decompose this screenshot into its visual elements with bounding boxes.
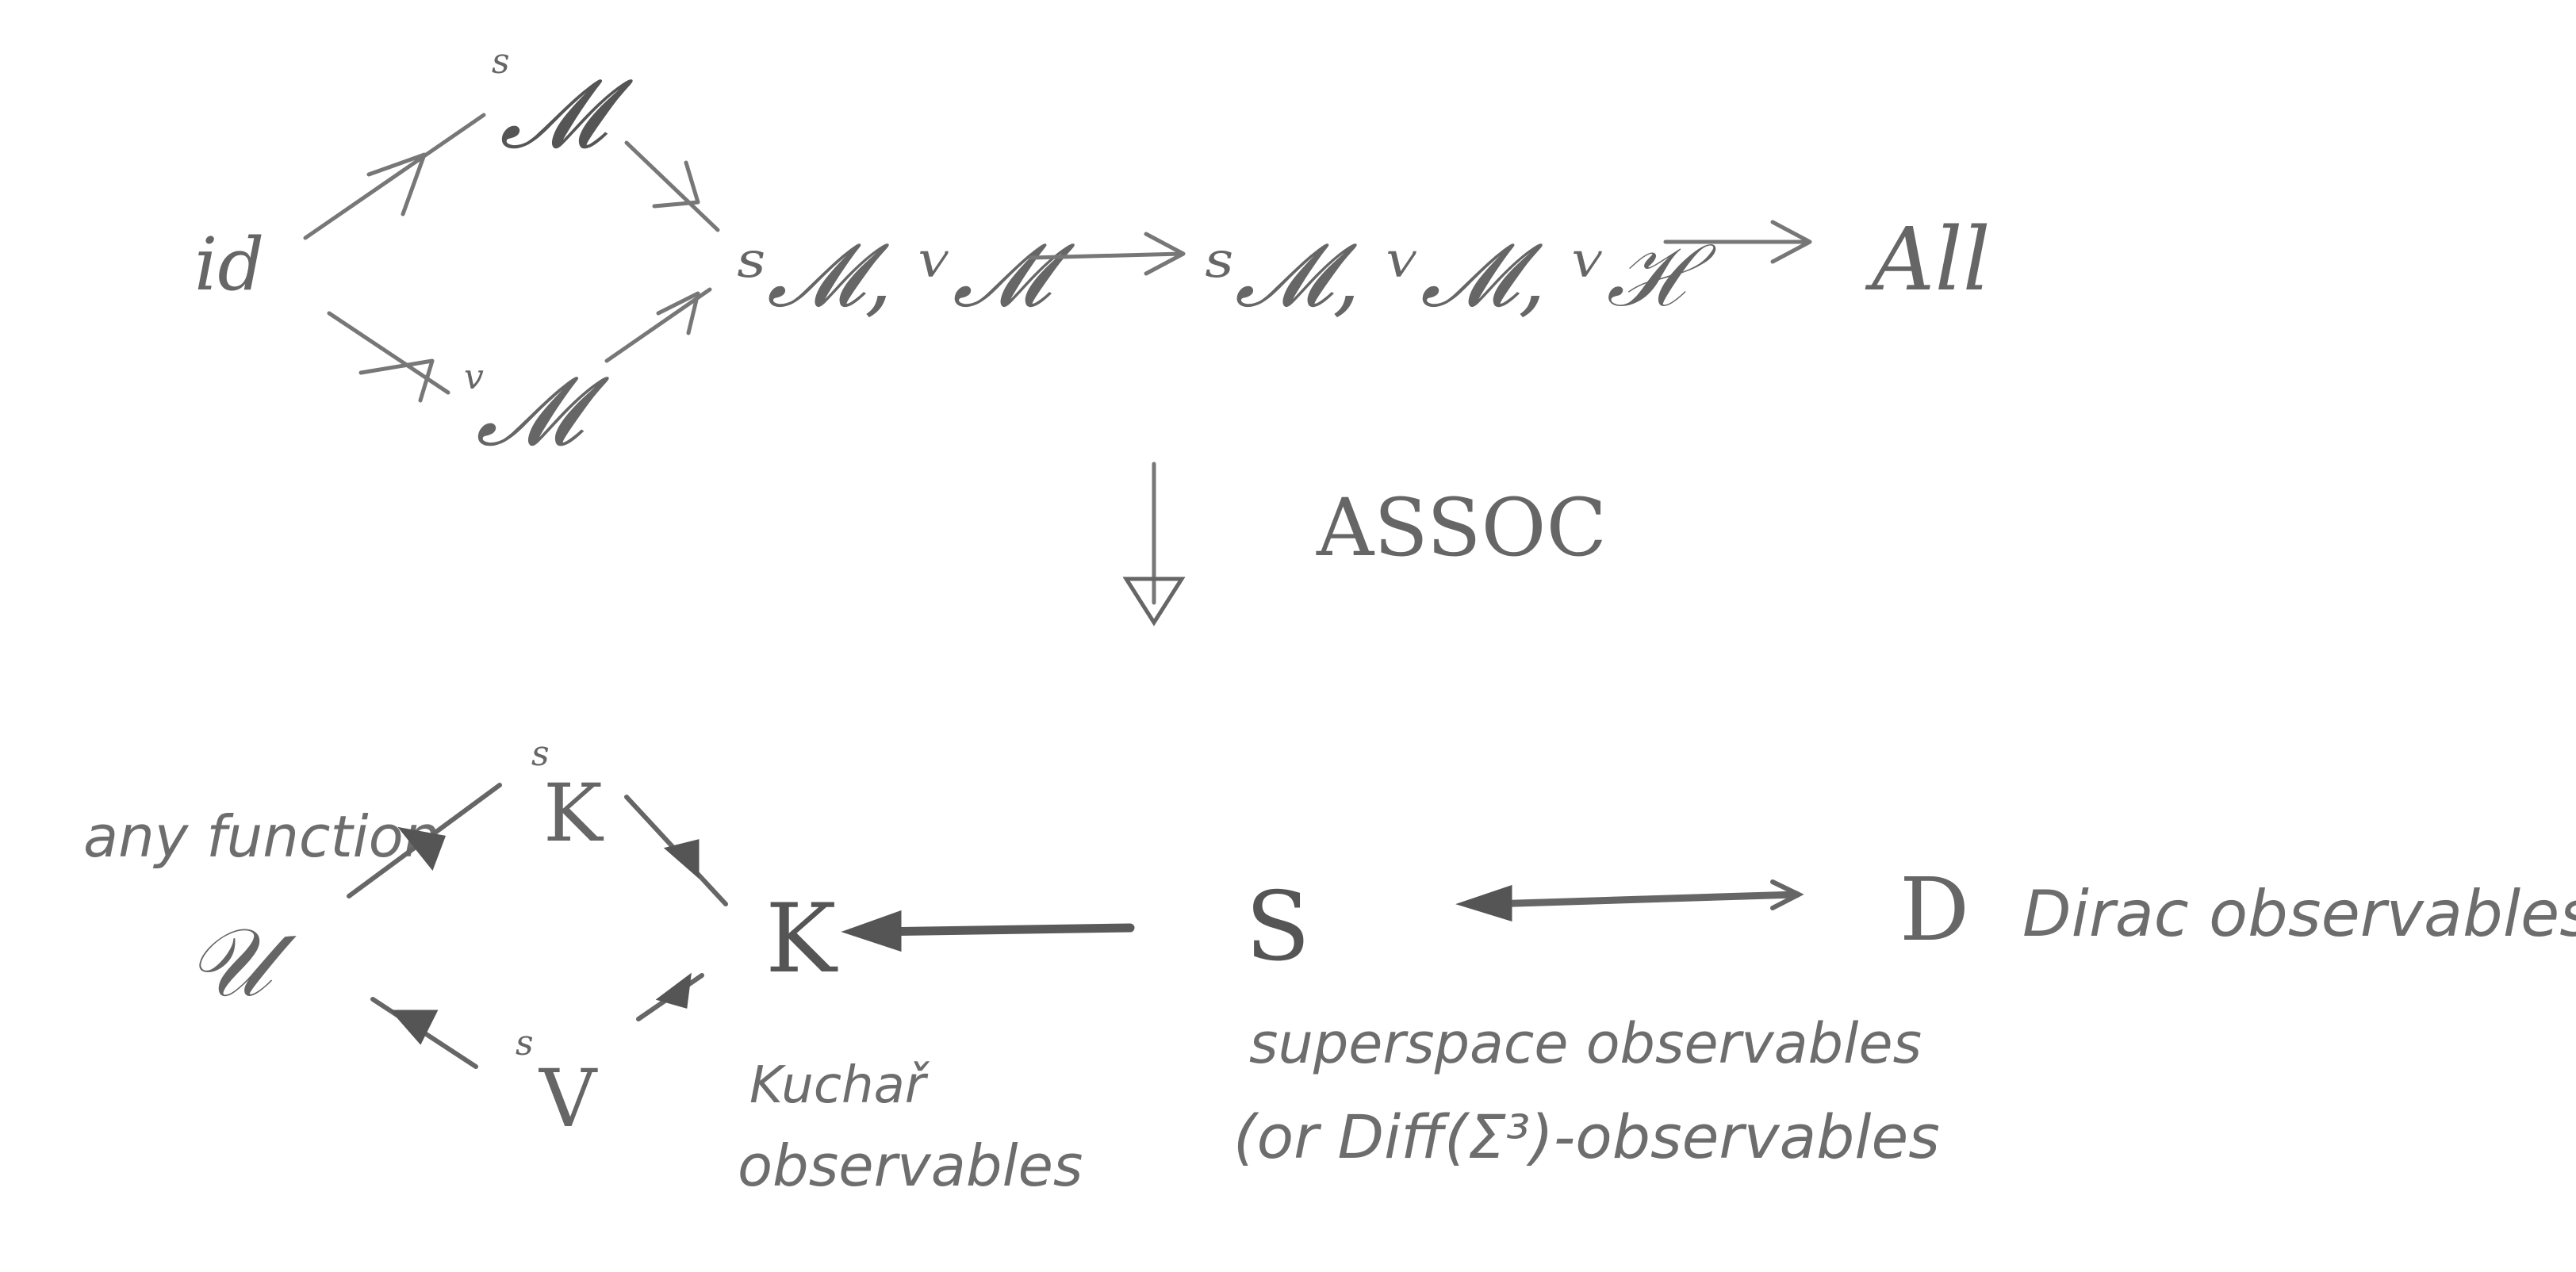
node-sm: s 𝓜 xyxy=(492,41,634,170)
assoc-label: ASSOC xyxy=(1316,481,1607,574)
node-vm: v 𝓜 xyxy=(464,357,610,467)
assoc-map: ASSOC xyxy=(1122,462,1607,626)
node-sk: s K xyxy=(531,734,604,860)
node-sm-vm-vh: ˢ𝓜, ᵛ𝓜, ᵛℋ xyxy=(1206,224,1716,326)
node-u-note: any function xyxy=(83,803,439,870)
bottom-row: any function 𝒰 s K s V K Kuchař observab… xyxy=(83,734,2576,1199)
node-sv-base: V xyxy=(539,1052,598,1145)
arrow-d-to-s xyxy=(1455,879,1804,922)
node-vm-base: 𝓜 xyxy=(476,357,610,467)
node-sv-sup: s xyxy=(516,1023,534,1063)
arrow-id-to-vm xyxy=(327,311,450,403)
node-k-note-line2: observables xyxy=(738,1132,1083,1199)
node-sm-sup: s xyxy=(492,41,510,82)
node-d-note: Dirac observables xyxy=(2022,877,2576,951)
arrow-k-to-sk xyxy=(624,795,728,906)
node-vm-sup: v xyxy=(464,357,484,397)
node-sm-vm: ˢ𝓜, ᵛ𝓜 xyxy=(738,224,1075,326)
arrow-vm-to-smvm xyxy=(604,287,712,363)
node-sk-base: K xyxy=(543,767,604,860)
node-k: K xyxy=(765,884,838,994)
top-row: id s 𝓜 v 𝓜 ˢ𝓜, ᵛ𝓜 ˢ𝓜, ᵛ𝓜, ᵛℋ All xyxy=(194,41,1991,467)
node-s-note-line2: (or Diff(Σ³)-observables xyxy=(1233,1102,1940,1172)
arrow-sv-to-u xyxy=(370,997,478,1069)
node-sk-sup: s xyxy=(531,734,550,774)
node-sv: s V xyxy=(516,1023,598,1145)
node-d: D xyxy=(1899,859,1969,960)
arrow-smvmvh-to-all xyxy=(1663,220,1812,264)
arrow-id-to-sm xyxy=(303,113,486,240)
arrow-sk-to-u xyxy=(347,783,502,898)
node-s: S xyxy=(1245,872,1310,983)
node-k-note-line1: Kuchař xyxy=(749,1056,930,1115)
arrow-k-to-sv xyxy=(636,972,704,1021)
node-all: All xyxy=(1865,209,1991,310)
node-u: 𝒰 xyxy=(186,908,297,1018)
arrow-smvm-to-smvmvh xyxy=(1029,232,1186,276)
arrow-s-to-k xyxy=(841,910,1135,952)
node-id: id xyxy=(194,222,264,307)
node-s-note-line1: superspace observables xyxy=(1249,1011,1922,1076)
node-sm-base: 𝓜 xyxy=(500,59,634,170)
arrow-sm-to-smvm xyxy=(624,140,720,232)
